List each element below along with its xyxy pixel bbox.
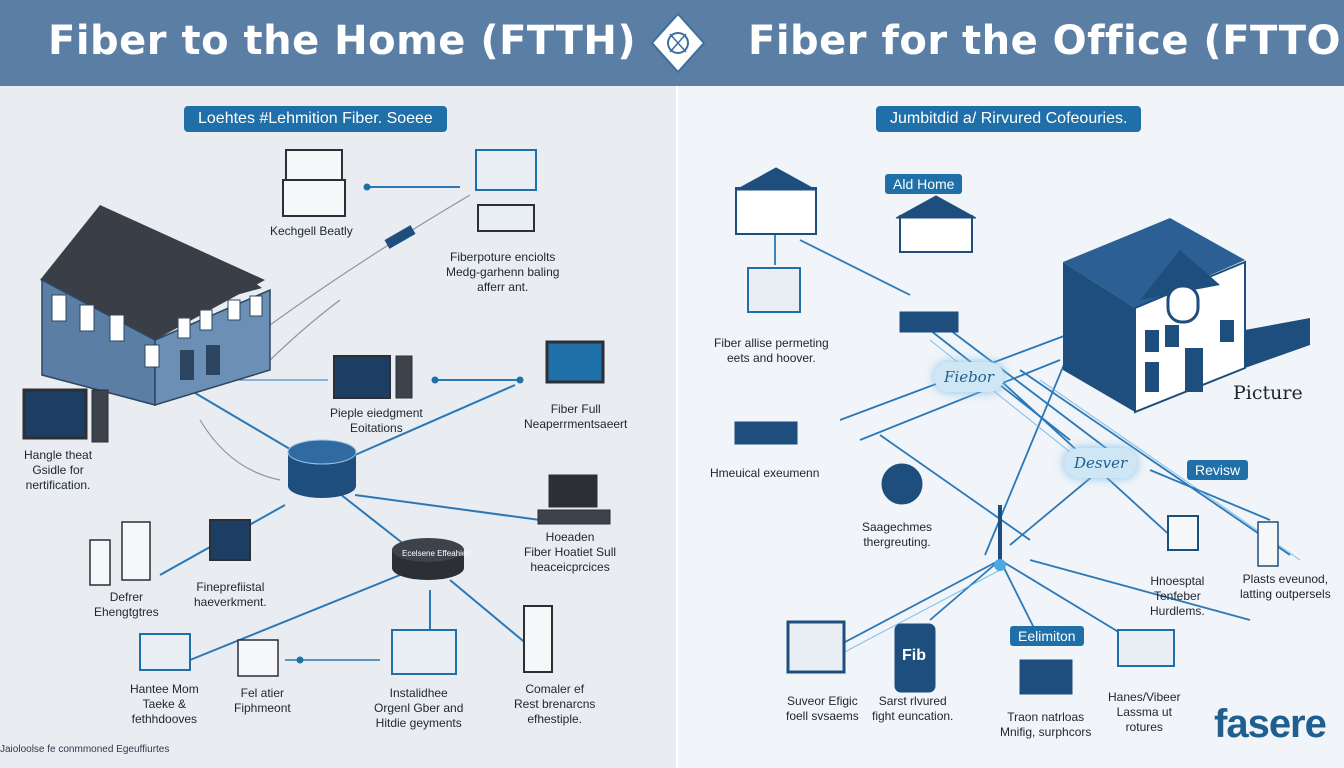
ftth-footer: Jaioloolse fe conmmoned Egeuffiurtes <box>0 744 170 755</box>
label-plasts: Plasts eveunod,latting outpersels <box>1240 572 1331 601</box>
label-kechgell: Kechgell Beatly <box>270 224 353 238</box>
ftth-devices <box>22 149 611 677</box>
tag-ald-home: Ald Home <box>885 174 963 194</box>
ftto-banner: Jumbitdid a/ Rirvured Cofeouries. <box>876 106 1142 132</box>
office-building <box>1063 218 1310 414</box>
fasere-logo: fasere <box>1214 702 1327 746</box>
antenna-tower <box>994 505 1006 571</box>
panel-divider <box>676 86 678 768</box>
diamond-logo-icon <box>650 12 706 74</box>
header-bar: Fiber to the Home (FTTH) Fiber for the O… <box>0 0 1344 86</box>
label-hmeuical: Hmeuical exeumenn <box>710 466 820 480</box>
cloud-desver: Desver <box>1064 448 1138 478</box>
splitter-label: Ecelsene Effeahiet <box>402 549 469 558</box>
fib-device-label: Fib <box>902 647 926 664</box>
core-switch-cylinder <box>287 439 357 498</box>
cloud-fiebor: Fiebor <box>934 362 1004 392</box>
ftth-banner: Loehtes #Lehmition Fiber. Soeee <box>184 106 447 132</box>
picture-caption: Picture <box>1233 382 1303 404</box>
ftto-devices <box>734 167 1279 695</box>
tag-revisw: Revisw <box>1187 460 1249 480</box>
ftth-title: Fiber to the Home (FTTH) <box>48 18 637 64</box>
house-illustration <box>40 205 271 407</box>
splitter-disk <box>392 538 464 580</box>
ftto-title: Fiber for the Office (FTTO) <box>748 18 1344 64</box>
tag-eelimiton: Eelimiton <box>1010 626 1084 646</box>
